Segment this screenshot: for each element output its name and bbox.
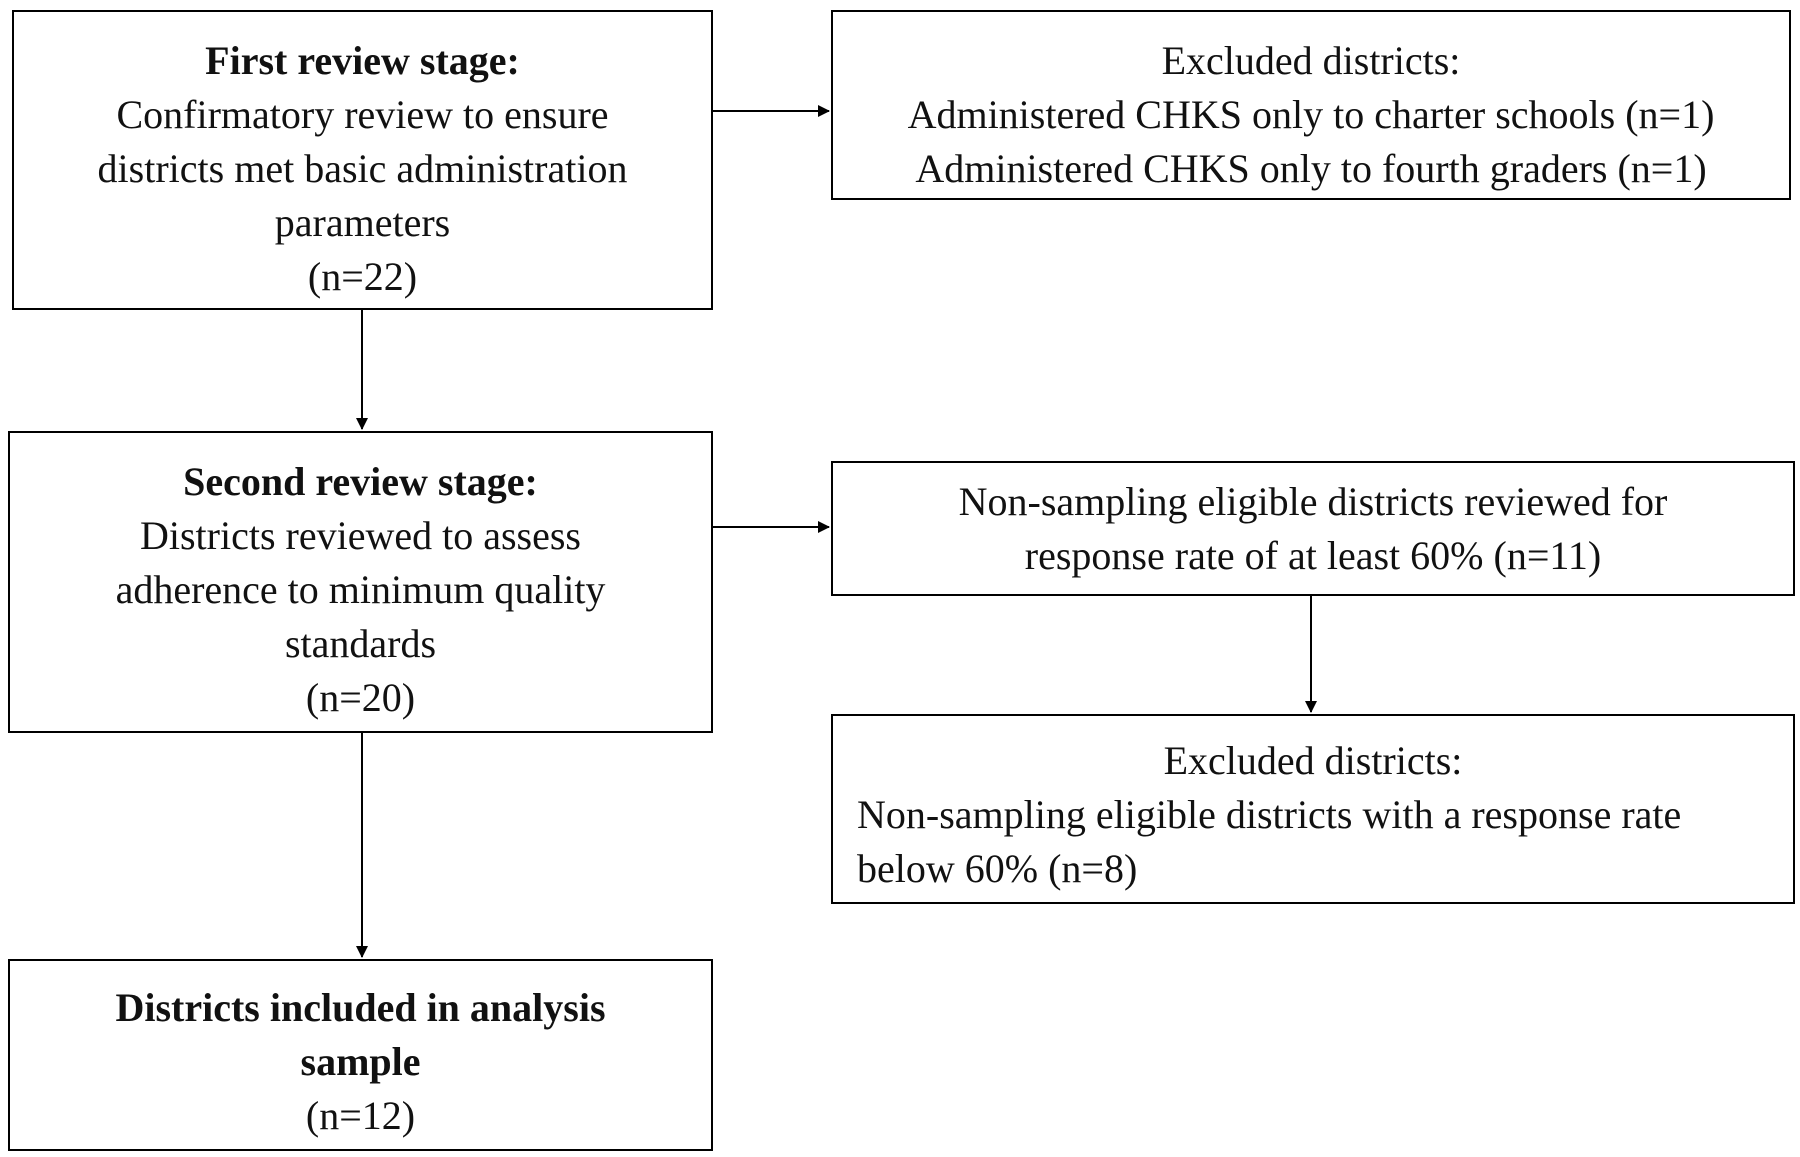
excluded-districts-title-1: Excluded districts: — [1161, 38, 1461, 83]
second-review-stage-line-2: adherence to minimum quality — [115, 567, 606, 612]
non-sampling-review-line-1: Non-sampling eligible districts reviewed… — [958, 479, 1668, 524]
non-sampling-review-line-2: response rate of at least 60% (n=11) — [1024, 533, 1602, 578]
first-review-stage-title: First review stage: — [205, 38, 520, 83]
analysis-sample-title-line-2: sample — [300, 1039, 421, 1084]
analysis-sample-box: Districts included in analysis sample (n… — [8, 959, 713, 1151]
excluded-districts-box-2: Excluded districts: Non-sampling eligibl… — [831, 714, 1795, 904]
excluded-districts-box-1: Excluded districts: Administered CHKS on… — [831, 10, 1791, 200]
second-review-stage-title: Second review stage: — [183, 459, 538, 504]
first-review-stage-count: (n=22) — [307, 254, 418, 299]
excluded-reason-low-response-line-2: below 60% (n=8) — [857, 846, 1138, 891]
excluded-reason-charter-schools: Administered CHKS only to charter school… — [907, 92, 1715, 137]
analysis-sample-title-line-1: Districts included in analysis — [115, 985, 606, 1030]
first-review-stage-line-1: Confirmatory review to ensure — [116, 92, 609, 137]
second-review-stage-box: Second review stage: Districts reviewed … — [8, 431, 713, 733]
excluded-reason-fourth-graders: Administered CHKS only to fourth graders… — [915, 146, 1707, 191]
second-review-stage-line-1: Districts reviewed to assess — [139, 513, 581, 558]
first-review-stage-box: First review stage: Confirmatory review … — [12, 10, 713, 310]
second-review-stage-count: (n=20) — [305, 675, 416, 720]
first-review-stage-line-3: parameters — [274, 200, 451, 245]
excluded-districts-title-2: Excluded districts: — [1163, 738, 1463, 783]
second-review-stage-line-3: standards — [284, 621, 437, 666]
excluded-reason-low-response-line-1: Non-sampling eligible districts with a r… — [857, 792, 1682, 837]
analysis-sample-count: (n=12) — [305, 1093, 416, 1138]
non-sampling-review-box: Non-sampling eligible districts reviewed… — [831, 461, 1795, 596]
first-review-stage-line-2: districts met basic administration — [97, 146, 628, 191]
